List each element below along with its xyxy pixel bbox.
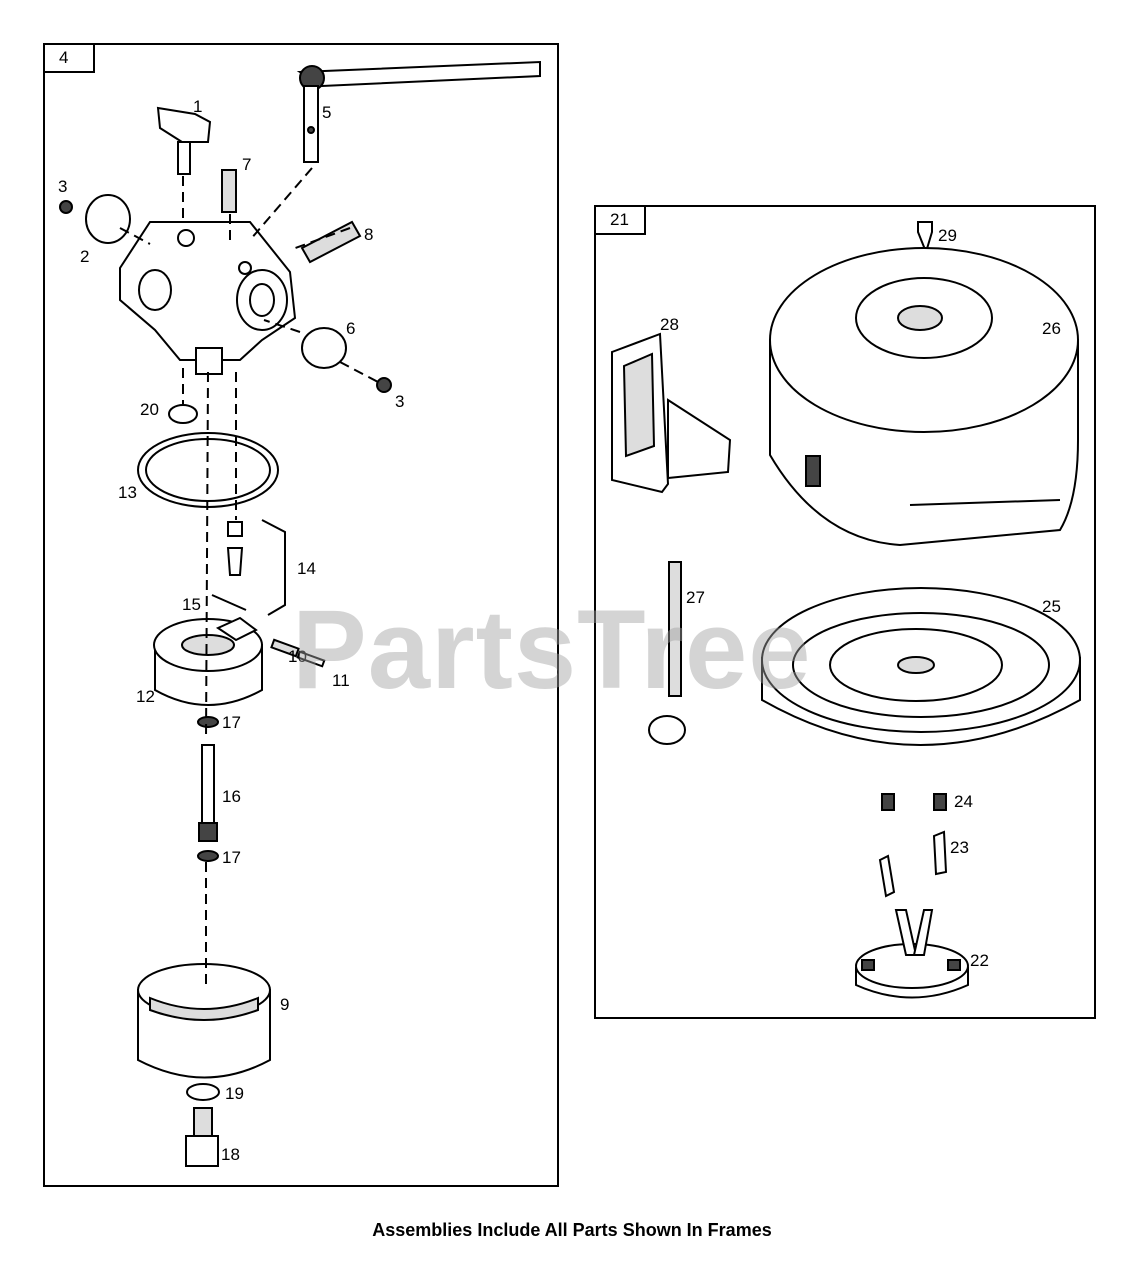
part-choke-plate	[59, 194, 131, 244]
callout-23: 23	[950, 838, 969, 857]
part-throttle-plate	[301, 327, 347, 369]
callout-29: 29	[938, 226, 957, 245]
callout-27: 27	[686, 588, 705, 607]
part-float-bowl	[137, 963, 271, 1079]
callout-26: 26	[1042, 319, 1061, 338]
callout-2: 2	[80, 247, 89, 266]
part-starter-rope	[648, 561, 686, 745]
callout-3-lower: 3	[395, 392, 404, 411]
part-washer-lower	[197, 850, 219, 862]
callout-3-upper: 3	[58, 177, 67, 196]
part-bowl-washer	[186, 1083, 220, 1101]
part-starter-dog-left	[878, 854, 896, 898]
frame-label-21: 21	[596, 207, 646, 235]
part-needle-seat	[226, 519, 286, 616]
callout-labels: 1 2 3 3 5 6 7 8 9 10 11 12 13 14 15 16 1…	[58, 97, 1061, 1164]
part-dog-retainer	[855, 909, 969, 999]
part-choke-bracket	[156, 106, 212, 175]
callout-17-upper: 17	[222, 713, 241, 732]
part-starter-handle	[611, 332, 732, 494]
part-o-ring	[168, 404, 198, 424]
callout-9: 9	[280, 995, 289, 1014]
callout-20: 20	[140, 400, 159, 419]
callout-15: 15	[182, 595, 201, 614]
callout-19: 19	[225, 1084, 244, 1103]
part-throttle-shaft	[296, 60, 541, 163]
part-clip	[211, 594, 247, 611]
alignment-lines	[119, 167, 379, 985]
part-starter-dog-right	[932, 830, 948, 876]
callout-18: 18	[221, 1145, 240, 1164]
callout-17-lower: 17	[222, 848, 241, 867]
part-spring-left	[881, 793, 895, 811]
part-bowl-nut	[185, 1107, 219, 1167]
frame-label-4: 4	[45, 45, 95, 73]
part-starter-pulley	[761, 587, 1081, 746]
part-float-pin	[270, 638, 326, 668]
callout-14: 14	[297, 559, 316, 578]
part-emulsion-tube	[198, 744, 218, 842]
callout-12: 12	[136, 687, 155, 706]
part-starter-tip	[917, 221, 933, 256]
part-carburetor-body	[119, 221, 297, 375]
callout-5: 5	[322, 103, 331, 122]
callout-13: 13	[118, 483, 137, 502]
callout-10: 10	[288, 647, 307, 666]
callout-11: 11	[332, 671, 350, 690]
callout-28: 28	[660, 315, 679, 334]
part-throttle-screw	[376, 377, 392, 393]
carburetor-assembly-frame: 4	[43, 43, 559, 1187]
part-washer-upper	[197, 716, 219, 728]
part-idle-screw	[221, 169, 237, 213]
footer-note: Assemblies Include All Parts Shown In Fr…	[372, 1220, 772, 1240]
callout-24: 24	[954, 792, 973, 811]
callout-6: 6	[346, 319, 355, 338]
part-float	[153, 616, 263, 706]
callout-1: 1	[193, 97, 202, 116]
callout-7: 7	[242, 155, 251, 174]
callout-25: 25	[1042, 597, 1061, 616]
callout-22: 22	[970, 951, 989, 970]
part-spring-right	[933, 793, 947, 811]
part-starter-housing	[769, 247, 1079, 547]
part-choke-shaft	[300, 220, 362, 264]
callout-8: 8	[364, 225, 373, 244]
callout-16: 16	[222, 787, 241, 806]
